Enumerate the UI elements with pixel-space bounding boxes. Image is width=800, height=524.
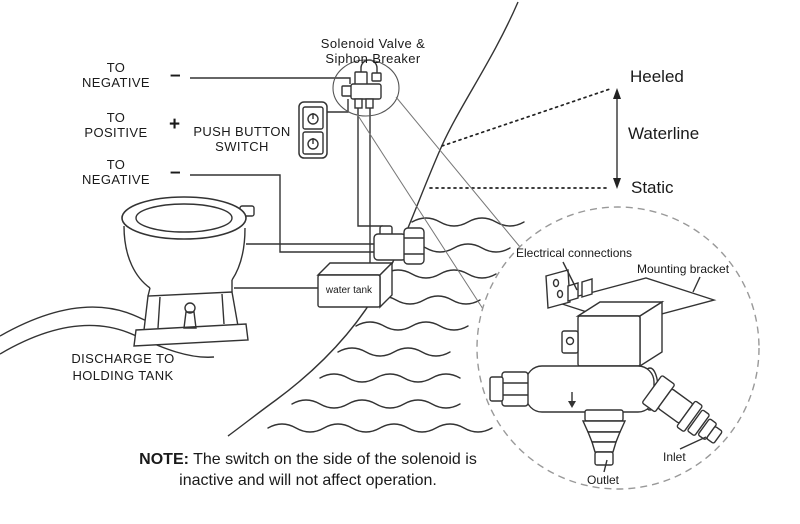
positive-symbol: +: [169, 114, 181, 135]
waterline-marks: [429, 88, 621, 189]
discharge-line1: DISCHARGE TO: [71, 351, 175, 366]
pos-line1: TO: [106, 110, 126, 125]
neg2-line1: TO: [106, 157, 126, 172]
base-detail: [184, 302, 196, 314]
hex-nut: [501, 371, 529, 407]
wiring: [190, 77, 383, 289]
switch-line2: SWITCH: [215, 139, 269, 154]
inlet-fitting: [642, 375, 723, 444]
solenoid-valve-detail: [489, 261, 723, 473]
valve-body: [525, 365, 655, 413]
solenoid-callout-line1: Solenoid Valve &: [320, 36, 426, 51]
note-line2: inactive and will not affect operation.: [179, 472, 437, 489]
negative-symbol-2: –: [170, 162, 181, 183]
note-text: NOTE: The switch on the side of the sole…: [102, 449, 514, 491]
arrow-up-head: [613, 88, 621, 99]
terminal-negative-1-label: TO NEGATIVE: [66, 60, 166, 90]
detail-pointer-lines: [562, 261, 707, 473]
bracket-flange: [545, 269, 571, 309]
neg1-line2: NEGATIVE: [82, 75, 150, 90]
heeled-label: Heeled: [630, 67, 684, 86]
electrical-connections-label: Electrical connections: [516, 246, 633, 260]
static-label: Static: [631, 178, 674, 197]
note-label: NOTE:: [139, 451, 189, 468]
push-button-switch-icon: [298, 101, 328, 159]
water-tank: [316, 261, 394, 309]
push-button-switch-label: PUSH BUTTON SWITCH: [191, 124, 293, 154]
magnifier-source-circle: [332, 59, 400, 117]
outlet-fitting: [581, 409, 627, 466]
spade-terminal-1: [567, 282, 579, 302]
side-switch: [561, 330, 579, 354]
spade-terminal-2: [581, 278, 593, 298]
solenoid-callout-line2: Siphon Breaker: [325, 51, 421, 66]
solenoid-callout-label: Solenoid Valve & Siphon Breaker: [308, 36, 438, 66]
heeled-waterline-dotted: [441, 88, 611, 147]
flow-arrow-icon: [568, 392, 576, 408]
negative-symbol-1: –: [170, 65, 181, 86]
negative-wire-1: [190, 77, 351, 84]
coil-front: [577, 315, 641, 367]
discharge-label: DISCHARGE TO HOLDING TANK: [62, 350, 184, 384]
neg1-line1: TO: [106, 60, 126, 75]
end-cap: [489, 376, 504, 402]
magnifier-callout-lines: [356, 96, 521, 310]
mounting-bracket-label: Mounting bracket: [637, 262, 730, 276]
discharge-line2: HOLDING TANK: [72, 368, 174, 383]
switch-line1: PUSH BUTTON: [193, 124, 291, 139]
waterline-label: Waterline: [628, 124, 700, 143]
terminal-positive-label: TO POSITIVE: [66, 110, 166, 140]
neg2-line2: NEGATIVE: [82, 172, 150, 187]
inlet-label: Inlet: [663, 450, 686, 464]
note-line1: The switch on the side of the solenoid i…: [193, 451, 477, 468]
arrow-down-head: [613, 178, 621, 189]
negative-wire-2: [190, 174, 374, 253]
solenoid-valve-small: [341, 59, 382, 109]
toilet-illustration: [121, 196, 255, 347]
water-tank-label: water tank: [325, 285, 373, 296]
pump-motor: [373, 225, 425, 265]
pos-line2: POSITIVE: [84, 125, 148, 140]
terminal-negative-2-label: TO NEGATIVE: [66, 157, 166, 187]
outlet-label: Outlet: [587, 473, 620, 487]
